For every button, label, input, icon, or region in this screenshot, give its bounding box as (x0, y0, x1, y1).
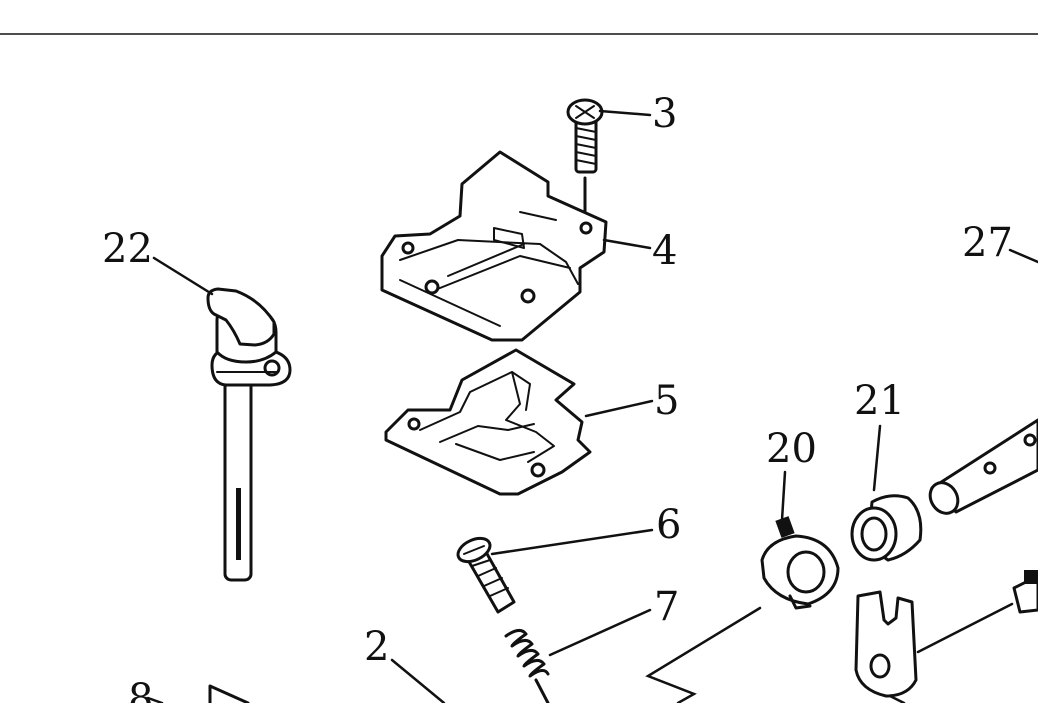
callout-20: 20 (766, 426, 817, 472)
callout-21: 21 (854, 378, 905, 424)
part-21-bushing (850, 494, 923, 562)
part-27-shaft (928, 418, 1038, 515)
part-small-screw (1012, 570, 1038, 614)
part-7-spring (504, 629, 550, 703)
callout-27: 27 (962, 220, 1013, 266)
part-22-shaft (206, 287, 292, 582)
part-5-gasket (384, 348, 592, 496)
part-20-collar (760, 516, 840, 610)
callout-5: 5 (654, 378, 679, 424)
callout-8: 8 (128, 676, 153, 703)
leader-lines (146, 109, 1038, 703)
callout-3: 3 (652, 91, 677, 137)
part-6-screw (456, 536, 516, 614)
callout-7: 7 (654, 584, 679, 630)
part-4-plate (380, 150, 608, 342)
callout-labels: 22 3 4 5 6 7 2 8 20 21 27 (102, 91, 1013, 703)
part-lever-bracket (854, 590, 918, 698)
callout-22: 22 (102, 226, 153, 272)
part-3-screw (566, 98, 604, 228)
callout-2: 2 (364, 624, 389, 670)
callout-4: 4 (652, 228, 677, 274)
callout-6: 6 (656, 502, 681, 548)
part-8-fragment (208, 684, 250, 703)
